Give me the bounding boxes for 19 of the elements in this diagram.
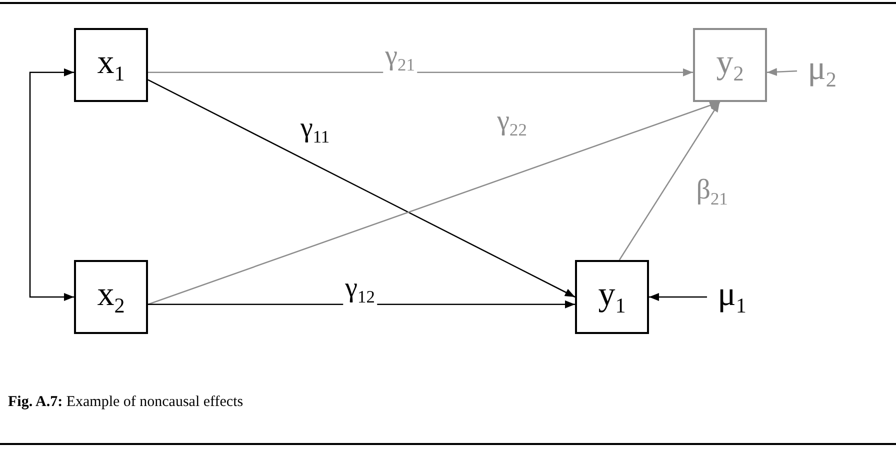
variable-label: μ$_{2}$ <box>808 52 836 90</box>
arrow <box>148 68 693 76</box>
variable-label: μ$_{1}$ <box>718 278 746 316</box>
arrow <box>148 101 720 306</box>
variable-label: y$_{1}$ <box>598 278 626 316</box>
arrow <box>148 79 576 298</box>
variable-box <box>74 28 148 102</box>
variable-box <box>575 260 649 334</box>
arrow <box>29 68 74 301</box>
arrow <box>618 102 720 260</box>
variable-box <box>74 260 148 334</box>
arrow <box>148 300 575 308</box>
arrow <box>766 68 798 76</box>
variable-label: x$_{2}$ <box>97 278 125 316</box>
variable-label: y$_{2}$ <box>716 46 744 84</box>
arrow <box>649 293 707 301</box>
variable-label: x$_{1}$ <box>97 46 125 84</box>
figure-caption: Fig. A.7: Example of noncausal effects <box>8 394 244 411</box>
variable-box <box>693 28 767 102</box>
